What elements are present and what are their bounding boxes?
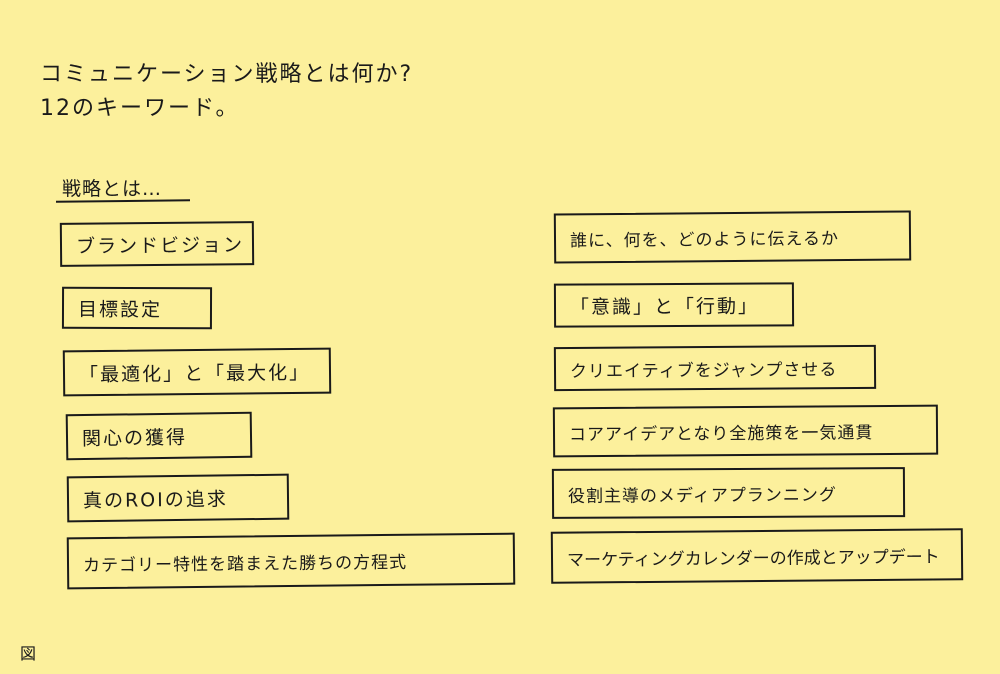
keyword-box-left-3: 「最適化」と「最大化」 (62, 347, 332, 397)
keyword-box-right-2: 「意識」と「行動」 (553, 282, 795, 328)
keyword-box-left-6: カテゴリー特性を踏まえた勝ちの方程式 (66, 532, 516, 590)
keyword-box-right-4: コアアイデアとなり全施策を一気通貫 (552, 404, 939, 458)
keyword-box-right-1: 誰に、何を、どのように伝えるか (553, 210, 912, 264)
keyword-box-left-2: 目標設定 (61, 286, 213, 330)
title-line-2: 12のキーワード。 (40, 96, 240, 121)
keyword-box-left-4: 関心の獲得 (65, 411, 253, 461)
figure-label: 図 (20, 644, 37, 663)
title-line-1: コミュニケーション戦略とは何か? (40, 62, 414, 87)
keyword-box-right-6: マーケティングカレンダーの作成とアップデート (550, 528, 964, 584)
keyword-box-left-1: ブランドビジョン (59, 221, 255, 267)
keyword-box-right-5: 役割主導のメディアプランニング (551, 467, 906, 519)
keyword-box-right-3: クリエイティブをジャンプさせる (553, 344, 877, 392)
keyword-box-left-5: 真のROIの追求 (66, 473, 290, 523)
section-label: 戦略とは… (62, 178, 163, 200)
page-title: コミュニケーション戦略とは何か? 12のキーワード。 (40, 58, 413, 126)
